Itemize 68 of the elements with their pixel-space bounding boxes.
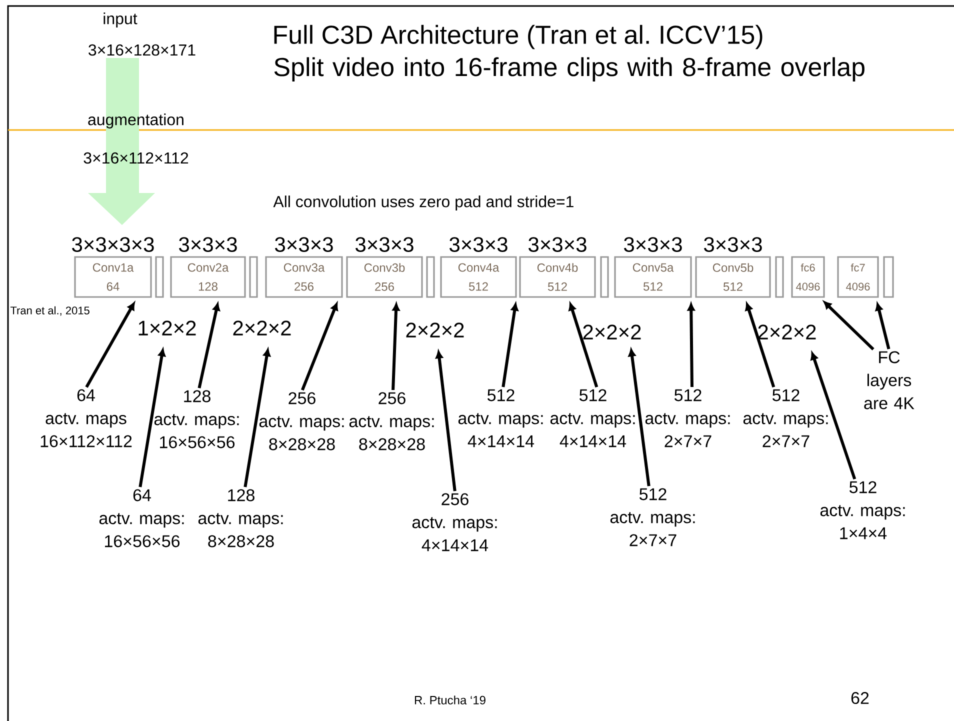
annotation-text: 512 actv. maps: 4×14×14 (458, 389, 543, 448)
pool-size-label: 2×2×2 (758, 324, 816, 340)
annotation-text: 256 actv. maps: 4×14×14 (412, 493, 497, 552)
page-number: 62 (851, 692, 869, 704)
arrow (392, 303, 400, 390)
narrow-layer-box (155, 256, 164, 298)
annotation-text: 512 actv. maps: 2×7×7 (645, 389, 730, 448)
annotation-text: FC layers are 4K (864, 351, 914, 410)
slide-title: Full C3D Architecture (Tran et al. ICCV’15) (274, 24, 762, 50)
kernel-size-label: 3×3×3 (704, 237, 762, 252)
layer-box: Conv5a 512 (614, 256, 692, 298)
arrow (628, 348, 650, 486)
arrow (568, 302, 598, 388)
pool-size-label: 2×2×2 (583, 324, 641, 340)
pool-size-label: 1×2×2 (138, 320, 196, 336)
arrow (688, 303, 695, 388)
annotation-text: 512 actv. maps: 4×14×14 (550, 389, 635, 448)
annotation-text: 256 actv. maps: 8×28×28 (259, 392, 344, 450)
layer-box: fc6 4096 (791, 256, 825, 298)
citation-text: Tran et al., 2015 (10, 306, 90, 316)
layer-box: Conv2a 128 (170, 256, 246, 298)
input-size-label: 3×16×128×171 (88, 44, 196, 56)
layer-box: Conv3a 256 (265, 256, 343, 298)
arrow (436, 350, 456, 492)
annotation-text: 512 actv. maps: 2×7×7 (743, 389, 828, 448)
annotation-text: 256 actv. maps: 8×28×28 (349, 392, 434, 450)
arrow (502, 303, 518, 388)
annotation-text: 512 actv. maps: 1×4×4 (820, 481, 905, 540)
pool-size-label: 2×2×2 (233, 320, 291, 336)
kernel-size-label: 3×3×3 (624, 237, 682, 252)
kernel-size-label: 3×3×3 (179, 237, 237, 252)
annotation-text: 512 actv. maps: 2×7×7 (610, 488, 695, 546)
arrow (198, 303, 220, 388)
input-size-label: 3×16×112×112 (84, 152, 188, 164)
layer-box: Conv5b 512 (695, 256, 771, 298)
narrow-layer-box (600, 256, 609, 298)
annotation-text: 128 actv. maps: 8×28×28 (198, 489, 283, 548)
narrow-layer-box (883, 256, 894, 298)
arrow (745, 302, 776, 388)
pool-size-label: 2×2×2 (406, 322, 464, 338)
annotation-text: 128 actv. maps: 16×56×56 (154, 390, 239, 448)
arrow (138, 348, 166, 488)
layer-box: Conv4a 512 (440, 256, 517, 298)
arrow (810, 352, 856, 480)
kernel-size-label: 3×3×3 (450, 237, 508, 252)
arrow (300, 302, 338, 391)
augmentation-label: augmentation (88, 114, 184, 128)
arrow (244, 348, 270, 488)
kernel-size-label: 3×3×3 (275, 237, 333, 252)
input-label: input (104, 12, 138, 28)
kernel-size-label: 3×3×3×3 (72, 237, 154, 252)
annotation-text: 64 actv. maps: 16×56×56 (99, 489, 184, 548)
arrow (824, 301, 874, 350)
layer-box: fc7 4096 (837, 256, 879, 298)
kernel-size-label: 3×3×3 (528, 237, 586, 252)
narrow-layer-box (775, 256, 784, 298)
kernel-size-label: 3×3×3 (356, 237, 414, 252)
annotation-text: 64 actv. maps 16×112×112 (40, 389, 132, 448)
narrow-layer-box (249, 256, 258, 298)
layer-box: Conv3b 256 (346, 256, 423, 298)
bullet-text: Split video into 16-frame clips with 8-frame overlap (274, 57, 864, 82)
layer-box: Conv4b 512 (519, 256, 596, 298)
bullet-text: All convolution uses zero pad and stride=1 (273, 196, 574, 210)
footer-text: R. Ptucha ‘19 (414, 696, 486, 704)
arrow (875, 303, 890, 350)
narrow-layer-box (426, 256, 435, 298)
arrow (85, 302, 135, 388)
layer-box: Conv1a 64 (74, 256, 152, 298)
